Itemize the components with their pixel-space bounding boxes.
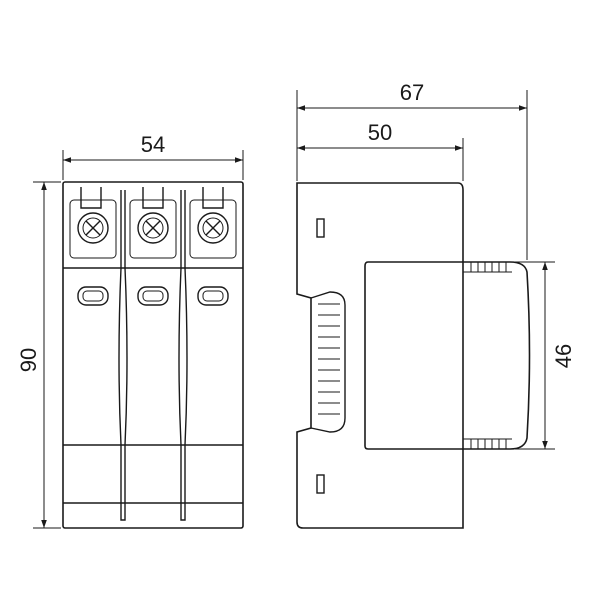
side-view	[296, 182, 531, 529]
pole-module	[189, 187, 237, 306]
dimension-label-module-height: 46	[551, 344, 576, 368]
front-view	[62, 181, 244, 529]
dimension-label-total-depth: 67	[400, 80, 424, 105]
dimension-side-module-height: 46	[515, 261, 576, 450]
terminal-screw-icon	[77, 212, 109, 244]
dimension-label-body-depth: 50	[368, 120, 392, 145]
side-front-module	[462, 261, 531, 450]
front-body-outline	[62, 181, 244, 529]
terminal-tab	[202, 187, 224, 209]
grip-serration	[463, 438, 512, 449]
terminal-housing	[69, 199, 117, 259]
grip-serration	[463, 262, 512, 273]
dimension-label-height: 90	[16, 348, 41, 372]
dimension-front-width: 54	[62, 132, 244, 180]
pole-module	[69, 187, 117, 306]
dimension-front-height: 90	[16, 181, 61, 529]
pole-separator	[178, 190, 188, 521]
pole-separator	[118, 190, 128, 521]
indicator-window-icon	[137, 286, 169, 306]
terminal-screw-icon	[137, 212, 169, 244]
indicator-window-icon	[197, 286, 229, 306]
terminal-screw-icon	[197, 212, 229, 244]
clip-slot	[316, 474, 325, 494]
dimension-side-body-depth: 50	[297, 120, 464, 181]
terminal-housing	[129, 199, 177, 259]
dimension-side-total-depth: 67	[296, 80, 528, 260]
din-rail-ribs	[318, 303, 340, 415]
terminal-housing	[189, 199, 237, 259]
dimension-label-width: 54	[141, 132, 165, 157]
terminal-tab	[142, 187, 164, 209]
din-rail-clip	[310, 291, 346, 433]
pole-module	[129, 187, 177, 306]
indicator-window-icon	[77, 286, 109, 306]
clip-slot	[316, 218, 325, 238]
side-body-outline	[296, 182, 464, 529]
terminal-tab	[80, 187, 102, 209]
